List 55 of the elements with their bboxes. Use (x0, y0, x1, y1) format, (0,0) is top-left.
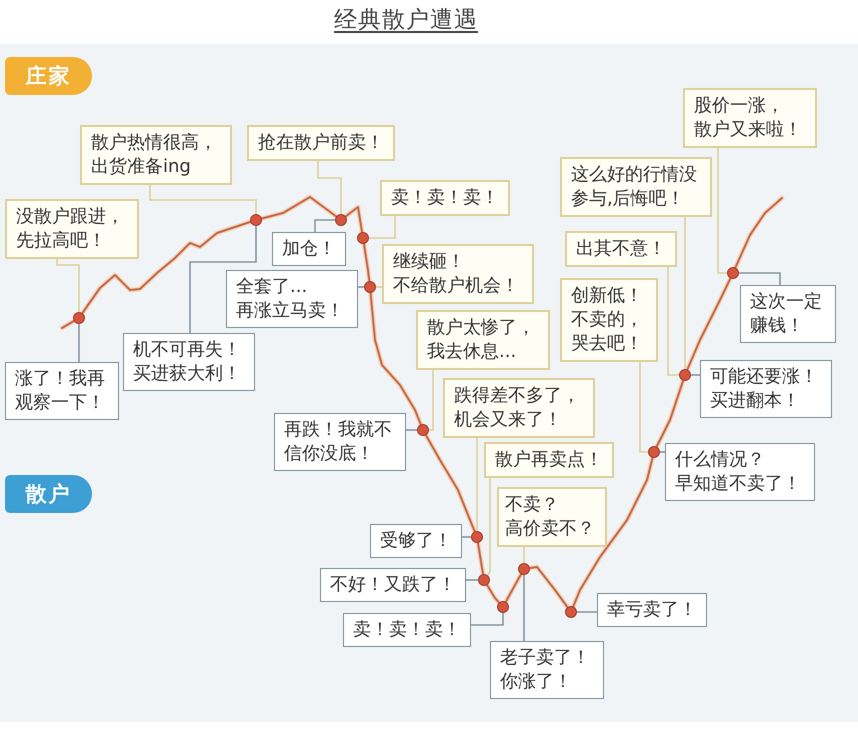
callout-box: 散户太惨了，我去休息... (416, 310, 550, 370)
leader-line (369, 216, 396, 239)
callout-box: 这次一定赚钱！ (740, 285, 836, 343)
leader-line (189, 226, 257, 333)
leader-line (56, 259, 80, 312)
callout-box: 卖！卖！卖！ (343, 613, 471, 647)
leader-line (691, 374, 700, 376)
leader-line (739, 272, 781, 285)
leader-line (358, 286, 364, 288)
callout-box: 抢在散户前卖！ (247, 125, 395, 161)
leader-line (523, 575, 525, 641)
leader-line (660, 451, 665, 453)
leader-line (523, 547, 525, 563)
callout-box: 没散户跟进，先拉高吧！ (5, 199, 139, 259)
leader-line (406, 429, 417, 431)
leader-line (78, 324, 80, 362)
leader-line (577, 611, 597, 613)
leader-line (314, 219, 335, 232)
callout-box: 继续砸！不给散户机会！ (382, 244, 534, 304)
callout-box: 出其不意！ (565, 231, 677, 267)
leader-line (462, 536, 471, 538)
callout-box: 跌得差不多了，机会又来了！ (443, 378, 595, 438)
callout-box: 再跌！我就不信你没底！ (274, 413, 406, 471)
leader-line (429, 370, 434, 431)
leader-line (317, 161, 342, 214)
callout-box: 加仓！ (272, 232, 346, 266)
callout-box: 不好！又跌了！ (320, 568, 466, 602)
callout-box: 散户热情很高，出货准备ing (80, 125, 232, 185)
callout-box: 全套了...再涨立马卖！ (226, 270, 358, 328)
callout-box: 可能还要涨！买进翻本！ (700, 360, 832, 418)
leader-line (466, 579, 478, 581)
leader-line (486, 478, 491, 576)
callout-box: 幸亏卖了！ (597, 593, 707, 627)
callout-box: 涨了！我再观察一下！ (5, 362, 119, 420)
callout-box: 受够了！ (370, 524, 462, 558)
callout-box: 什么情况？早知道不卖了！ (665, 443, 815, 501)
callout-box: 不卖？高价卖不？ (497, 487, 607, 547)
leader-line (717, 148, 727, 274)
callout-box: 这么好的行情没参与,后悔吧！ (560, 157, 712, 217)
legend-tag: 庄家 (5, 57, 92, 95)
legend-tag: 散户 (5, 475, 92, 513)
callout-box: 卖！卖！卖！ (380, 180, 510, 216)
callout-box: 创新低！不卖的，哭去吧！ (560, 278, 658, 362)
diagram-title: 经典散户遭遇 (334, 6, 478, 35)
leader-line (639, 362, 648, 453)
callout-box: 机不可再失！买进获大利！ (123, 333, 255, 391)
leader-line (684, 217, 686, 369)
callout-box: 散户再卖点！ (484, 442, 614, 478)
leader-line (149, 185, 257, 214)
callout-box: 老子卖了！你涨了！ (490, 641, 604, 699)
leader-line (376, 286, 382, 288)
leader-line (471, 613, 504, 626)
leader-line (667, 267, 679, 376)
leader-line (476, 438, 478, 531)
callout-box: 股价一涨，散户又来啦！ (683, 88, 817, 148)
